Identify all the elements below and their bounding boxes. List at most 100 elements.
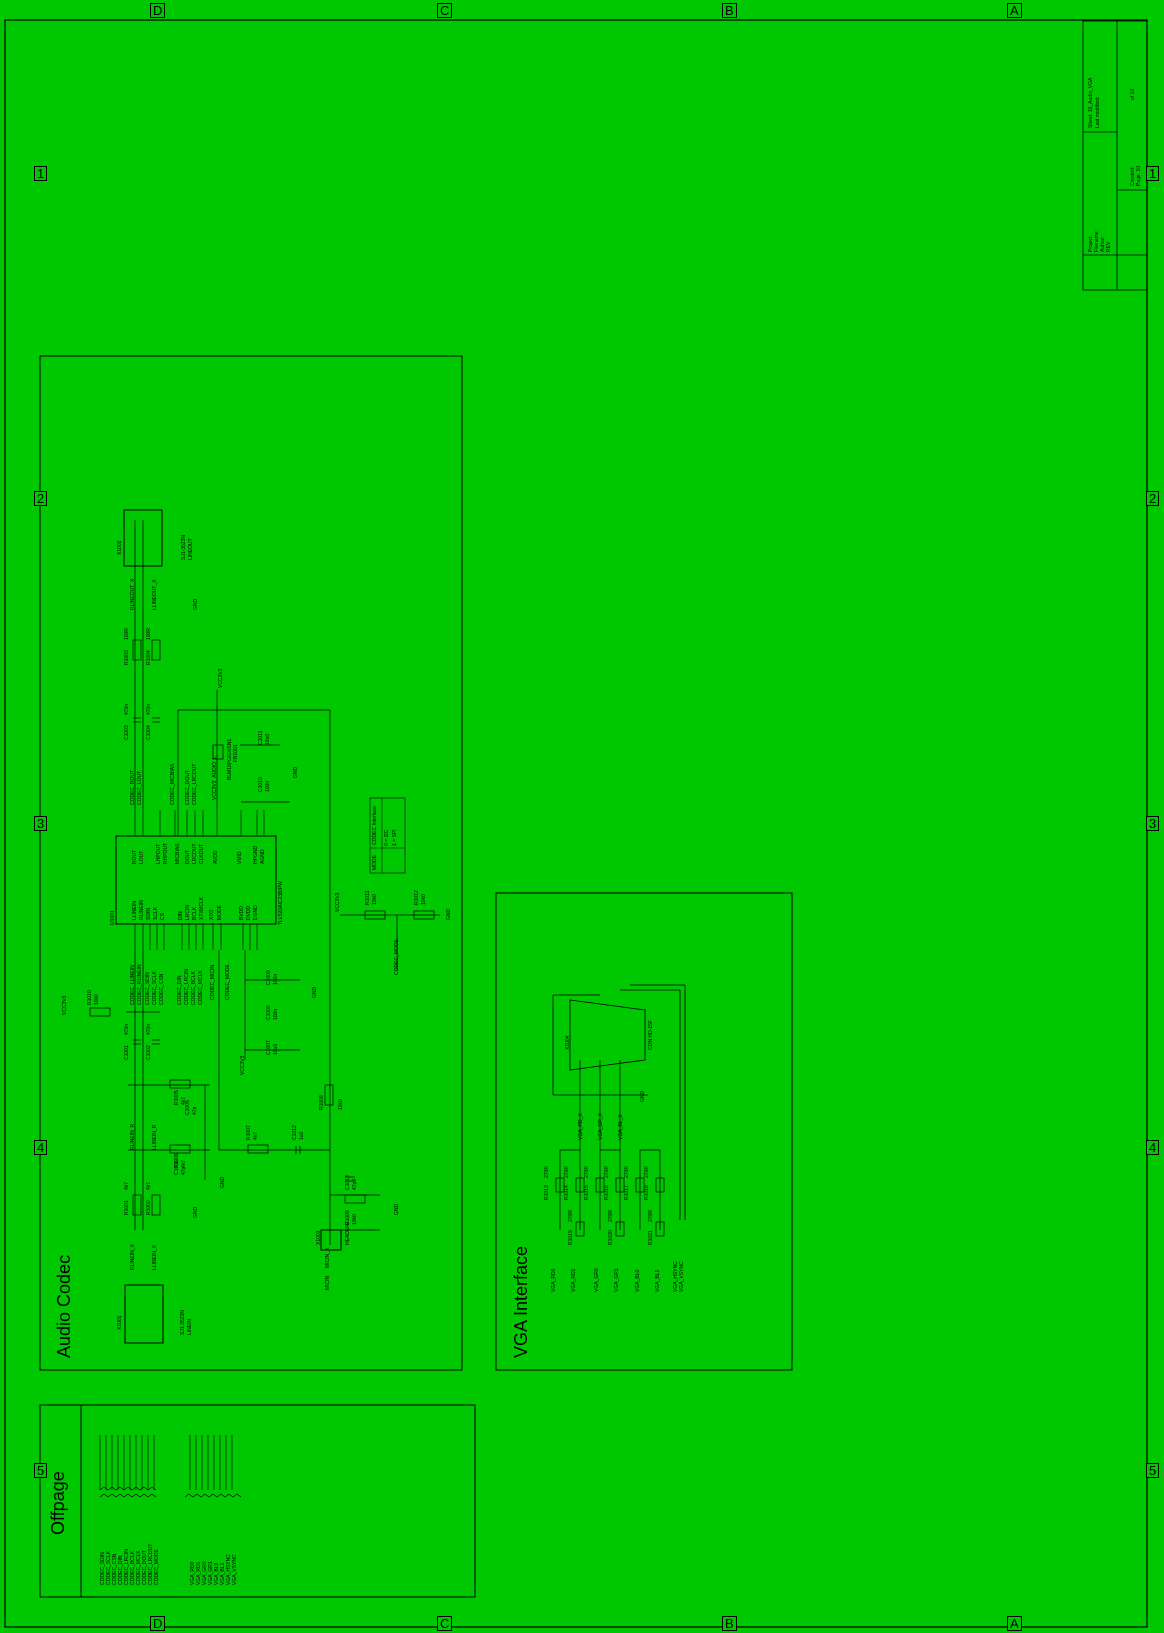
- c1013-label: C1013: [345, 1175, 351, 1190]
- vga-net-gr1: VGA_GR1: [614, 1268, 620, 1292]
- r1004-val: 100R: [146, 628, 152, 640]
- zone-letter-top-c: C: [437, 3, 453, 18]
- c1005-label: C1005: [185, 1100, 191, 1115]
- vcc3v3-label-4: VCC3V3: [218, 668, 224, 688]
- c1004-val: 470n: [146, 703, 152, 715]
- net-lout: CODEC_LOUT: [137, 770, 143, 805]
- pin-sclk: SCLK: [153, 906, 159, 920]
- mode-table-title: CODEC Interface: [372, 806, 378, 845]
- net-micbias: CODEC_MICBIAS: [170, 763, 176, 805]
- codec-part: TLV320AIC23BIPW: [278, 881, 284, 925]
- r1010-val: 10k0: [94, 994, 100, 1005]
- r1009-val: 10k0: [352, 1214, 358, 1225]
- gnd-label-1: GND: [193, 1206, 199, 1218]
- r1016-val: 270R: [604, 1166, 610, 1178]
- offpage-title: Offpage: [48, 1471, 68, 1535]
- codec-ref: U1001: [110, 910, 116, 925]
- r1002-label: R1002: [146, 1200, 152, 1215]
- line-out-jack-part: SJ1-3523N: [181, 534, 187, 560]
- net-rlinein-r: RLINEIN_R: [130, 1123, 136, 1150]
- zone-number-right-2: 2: [1146, 491, 1160, 506]
- c1006-val: 47p: [181, 1166, 187, 1175]
- title-rev: REV: [1106, 241, 1112, 252]
- gnd-label-4: GND: [293, 766, 299, 778]
- c1007-val: 10u0: [273, 1043, 279, 1055]
- r1001-val: 4k7: [124, 1181, 130, 1190]
- offpage-vga-7: VGA_VSYNC: [232, 1554, 238, 1585]
- net-csn: CODEC_CSN: [159, 973, 165, 1005]
- offpage-codec-9: CODEC_MODE: [154, 1549, 160, 1585]
- pin-vmid: VMID: [237, 851, 243, 865]
- r1020-val: 270R: [608, 1210, 614, 1222]
- vga-interface-title: VGA Interface: [511, 1245, 531, 1358]
- r1003-val: 100R: [124, 628, 130, 640]
- vga-net-rd1: VGA_RD1: [571, 1268, 577, 1292]
- zone-number-right-1: 1: [1146, 166, 1160, 181]
- r1019-label: R1019: [568, 1230, 574, 1245]
- vcc3v3-label-3: VCC3V3: [335, 892, 341, 912]
- r1020-label: R1020: [608, 1230, 614, 1245]
- net-lrcout: CODEC_LRCOUT: [192, 763, 198, 805]
- mic-conn-ref: X1003: [316, 1230, 322, 1245]
- r1018-val: 270R: [644, 1166, 650, 1178]
- c1013-val: 47p0: [352, 1178, 358, 1190]
- gnd-label-3: GND: [193, 598, 199, 610]
- zone-letter-bottom-b: B: [722, 1616, 737, 1631]
- vcc3v3-label-1: VCC3V3: [62, 995, 68, 1015]
- codec-pins: [134, 810, 265, 950]
- pin-bvdd: BVDD: [239, 906, 245, 920]
- c1010-label: C1010: [258, 777, 264, 792]
- title-sheet-line: Sheet: 10_Audio_VGA: [1088, 77, 1094, 128]
- title-of-line: of 10: [1130, 88, 1136, 100]
- c1011-val: 10u0: [265, 733, 271, 745]
- pin-hpgnd: HPGND: [253, 845, 259, 864]
- r1013-val: 270R: [544, 1166, 550, 1178]
- ferrite-ref: FB1001: [233, 744, 239, 762]
- vga-net-vsync: VGA_VSYNC: [679, 1261, 685, 1292]
- net-rout: CODEC_ROUT: [130, 769, 136, 805]
- zone-number-left-1: 1: [34, 166, 48, 181]
- vga-net-bl1: VGA_BL1: [655, 1269, 661, 1292]
- r1012-label: R1012: [414, 890, 420, 905]
- vga-gnd: GND: [640, 1090, 646, 1102]
- c1009-val: 100n: [273, 973, 279, 985]
- vga-net-gr0: VGA_GR0: [594, 1268, 600, 1292]
- net-bclk: CODEC_BCLK: [191, 971, 197, 1005]
- net-codec-mode: CODEC_MODE: [225, 964, 231, 1000]
- gnd-label-7: GND: [446, 908, 452, 920]
- r1021-val: 270R: [648, 1210, 654, 1222]
- net-din: CODEC_DIN: [177, 975, 183, 1005]
- c1003-label: C1003: [124, 725, 130, 740]
- vga-net-gr-x: VGA_GR_X: [598, 1113, 604, 1140]
- net-avdd: VCC3V3_AUDIO_L: [212, 756, 218, 800]
- gnd-label-5: GND: [312, 986, 318, 998]
- audio-codec-box: [39, 355, 463, 1371]
- net-dout: CODEC_DOUT: [185, 769, 191, 805]
- pin-sdin: SDIN: [146, 908, 152, 920]
- net-codec-mode-2: CODEC_MODE: [394, 939, 400, 975]
- r1016-label: R1016: [604, 1185, 610, 1200]
- pin-rout: ROUT: [132, 849, 138, 864]
- line-out-jack-ref: X1002: [117, 540, 123, 555]
- net-llinein-x: LLINEIN_X: [152, 1244, 158, 1270]
- line-in-jack-part: SJ1-3523N: [180, 1309, 186, 1335]
- r1011-label: R1011: [365, 890, 371, 905]
- pin-llinein: LLINEIN: [132, 901, 138, 920]
- c1011-label: C1011: [258, 730, 264, 745]
- audio-wires: [126, 520, 440, 1245]
- r1017-label: R1017: [624, 1185, 630, 1200]
- pin-dgnd: DGND: [253, 905, 259, 920]
- line-in-jack-ref: X1001: [117, 1315, 123, 1330]
- zone-letter-bottom-c: C: [437, 1616, 453, 1631]
- mode-table-header: MODE: [372, 855, 378, 870]
- r1012-val: 10k0: [421, 894, 427, 905]
- c1002-val: 470n: [146, 1023, 152, 1035]
- mode-table-row-1: 0 = I2C: [384, 829, 390, 846]
- r1008-label: R1008: [319, 1095, 325, 1110]
- vga-connector-ref: X1004: [565, 1035, 571, 1050]
- vga-net-rd-x: VGA_RD_X: [578, 1113, 584, 1140]
- c1004-label: C1004: [146, 725, 152, 740]
- audio-codec-title: Audio Codec: [54, 1254, 74, 1358]
- zone-number-left-2: 2: [34, 491, 48, 506]
- c1008-val: 100n: [273, 1008, 279, 1020]
